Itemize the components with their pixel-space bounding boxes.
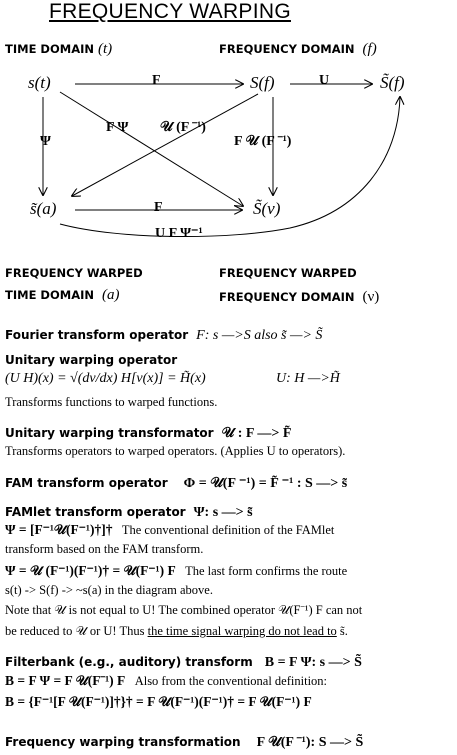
frequency-domain-var: (f)	[362, 41, 377, 57]
famlet-line6-a: be reduced to 𝒰 or U! Thus	[5, 624, 148, 638]
famlet-section: FAMlet transform operator Ψ: s —> s̃	[5, 503, 253, 521]
node-Stilde-f: S̃(f)	[380, 73, 405, 92]
filter-section: Filterbank (e.g., auditory) transform B …	[5, 653, 362, 671]
warped-time-label-line2: TIME DOMAIN (a)	[5, 287, 120, 304]
famlet-label: FAMlet transform operator	[5, 505, 186, 519]
warp-formula: F 𝒰(F ⁻¹): S —> S̃	[256, 735, 364, 750]
transformator-formula: 𝒰 : F —> F̃	[221, 426, 292, 441]
time-domain-var: (t)	[98, 41, 113, 57]
transformator-desc: Transforms operators to warped operators…	[5, 444, 346, 458]
transformator-label: Unitary warping transformator	[5, 426, 214, 440]
frequency-domain-label: FREQUENCY DOMAIN (f)	[219, 41, 377, 58]
warped-time-text: TIME DOMAIN	[5, 288, 94, 302]
edge-label-U-top: U	[319, 73, 330, 88]
famlet-line5: Note that 𝒰 is not equal to U! The combi…	[5, 603, 363, 617]
famlet-line1-formula: Ψ = [F⁻¹𝒰(F⁻¹)†]†	[5, 522, 113, 537]
famlet-line1-text: The conventional definition of the FAMle…	[121, 523, 335, 537]
warped-time-label-line1: FREQUENCY WARPED	[5, 266, 143, 280]
warped-time-var: (a)	[102, 287, 120, 303]
filter-label: Filterbank (e.g., auditory) transform	[5, 655, 253, 669]
warping-diagram	[0, 0, 457, 238]
famlet-line1: Ψ = [F⁻¹𝒰(F⁻¹)†]† The conventional defin…	[5, 522, 334, 538]
warped-freq-text: FREQUENCY DOMAIN	[219, 290, 355, 304]
famlet-line3-text: The last form confirms the route	[185, 564, 348, 578]
node-S-f: S(f)	[250, 73, 275, 92]
edge-label-Psi: Ψ	[40, 134, 51, 149]
famlet-line3-formula: Ψ = 𝒰 (F⁻¹)(F⁻¹)† = 𝒰(F⁻¹) F	[5, 563, 176, 578]
edge-label-F-bottom: F	[154, 200, 163, 215]
node-stilde-a: s̃(a)	[30, 199, 57, 218]
edge-diag-S-to-stilde	[72, 93, 259, 196]
time-domain-text: TIME DOMAIN	[5, 42, 94, 56]
frequency-domain-text: FREQUENCY DOMAIN	[219, 42, 355, 56]
famlet-line2: transform based on the FAM transform.	[5, 542, 204, 556]
edge-label-F-top: F	[152, 73, 161, 88]
fourier-formula: F: s —>S also s̃ —> S̃	[196, 328, 323, 343]
fourier-section: Fourier transform operator F: s —>S also…	[5, 326, 322, 344]
edge-curve-stilde-to-Stilde	[59, 97, 400, 238]
filter-line1-formula: B = F Ψ = F 𝒰(F⁻¹) F	[5, 673, 126, 688]
unitary-label: Unitary warping operator	[5, 353, 178, 367]
node-Stilde-nu: S̃(ν)	[253, 199, 281, 218]
famlet-formula: Ψ: s —> s̃	[193, 505, 253, 520]
filter-formula: B = F Ψ: s —> S̃	[264, 655, 362, 670]
famlet-line6-underlined: the time signal warping do not lead to	[147, 624, 337, 638]
node-s-t: s(t)	[28, 73, 51, 92]
warped-freq-label-line2: FREQUENCY DOMAIN (ν)	[219, 289, 379, 306]
unitary-desc: Transforms functions to warped functions…	[5, 395, 218, 409]
filter-line1-text: Also from the conventional definition:	[134, 674, 328, 688]
filter-line1: B = F Ψ = F 𝒰(F⁻¹) F Also from the conve…	[5, 673, 327, 689]
famlet-line6-b: s̃.	[336, 624, 348, 638]
edge-label-F-Psi: F Ψ	[106, 120, 129, 135]
warped-freq-label-line1: FREQUENCY WARPED	[219, 266, 357, 280]
edge-label-U-F-Psiinv: U F Ψ⁻¹	[155, 226, 203, 241]
page-title: FREQUENCY WARPING	[49, 0, 291, 23]
edge-label-U-Finv: 𝒰 (F ⁻¹)	[160, 120, 206, 135]
edge-diag-s-to-Stilde-nu	[59, 91, 243, 206]
warp-section: Frequency warping transformation F 𝒰(F ⁻…	[5, 733, 363, 751]
fam-formula: Φ = 𝒰(F ⁻¹) = F̃ ⁻¹ : S —> s̃	[183, 476, 348, 491]
time-domain-label: TIME DOMAIN (t)	[5, 41, 112, 58]
transformator-section: Unitary warping transformator 𝒰 : F —> F…	[5, 424, 291, 442]
filter-line2: B = {F⁻¹[F 𝒰(F⁻¹)]†}† = F 𝒰(F⁻¹)(F⁻¹)† =…	[5, 694, 312, 709]
famlet-line3: Ψ = 𝒰 (F⁻¹)(F⁻¹)† = 𝒰(F⁻¹) F The last fo…	[5, 563, 347, 579]
famlet-line4: s(t) -> S(f) -> ~s(a) in the diagram abo…	[5, 583, 213, 597]
unitary-formula: (U H)(x) = √(dν/dx) H[ν(x)] = H̃(x)	[5, 371, 206, 386]
famlet-line6: be reduced to 𝒰 or U! Thus the time sign…	[5, 624, 348, 639]
warp-label: Frequency warping transformation	[5, 735, 241, 749]
warped-freq-var: (ν)	[362, 289, 380, 305]
fam-section: FAM transform operator Φ = 𝒰(F ⁻¹) = F̃ …	[5, 474, 347, 492]
fam-label: FAM transform operator	[5, 476, 168, 490]
fourier-label: Fourier transform operator	[5, 328, 189, 342]
unitary-map: U: H —>H̃	[276, 371, 340, 386]
edge-label-F-U-Finv: F 𝒰 (F ⁻¹)	[234, 134, 292, 149]
